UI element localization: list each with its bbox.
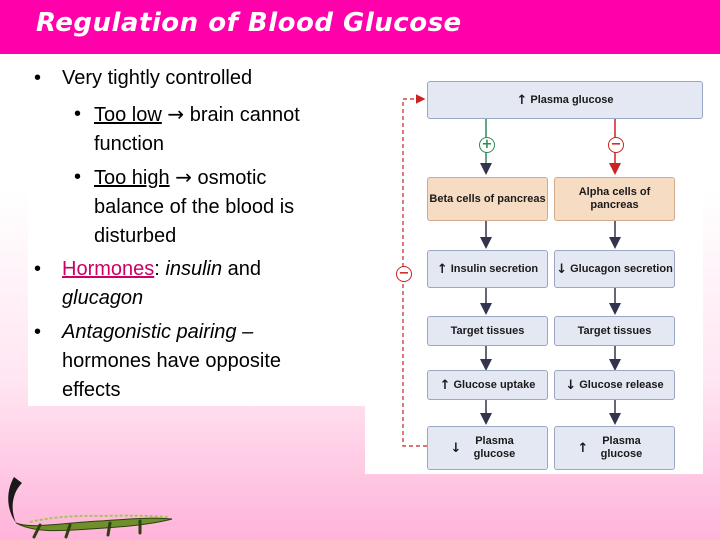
plasma-glucose-left-label: Plasma glucose (473, 435, 516, 460)
glucose-release-box: ↓ Glucose release (554, 370, 675, 400)
plasma-glucose-right-box: ↑ Plasma glucose (554, 426, 675, 470)
subbullet-too-low: • Too low → brain cannot function (74, 100, 374, 159)
antagonistic-text: Antagonistic pairing – (62, 321, 254, 343)
glucose-uptake-box: ↑ Glucose uptake (427, 370, 548, 400)
bullet-text: Very tightly controlled (62, 67, 253, 89)
too-high-text: Too high (94, 167, 170, 189)
insulin-term: insulin (165, 258, 223, 280)
bullet-hormones: • Hormones: insulin and glucagon (34, 255, 364, 313)
glucose-release-label: Glucose release (579, 378, 664, 391)
insulin-secretion-box: ↑ Insulin secretion (427, 250, 548, 288)
too-high-rest: osmotic (197, 167, 267, 189)
bullet-tightly-controlled: • Very tightly controlled (34, 64, 364, 93)
up-arrow-icon: ↑ (439, 377, 451, 393)
plasma-glucose-right-label: Plasma glucose (600, 435, 643, 460)
too-high-rest-2: balance of the blood is (94, 196, 295, 218)
colon-text: : (154, 258, 166, 280)
glucagon-secretion-label: Glucagon secretion (570, 262, 673, 275)
minus-sign: − (608, 137, 624, 153)
plasma-glucose-left-box: ↓ Plasma glucose (427, 426, 548, 470)
crocodile-logo (8, 477, 173, 539)
bullet-antagonistic: • Antagonistic pairing – hormones have o… (34, 318, 364, 405)
beta-cells-box: Beta cells of pancreas (427, 177, 548, 221)
plus-sign: + (479, 137, 495, 153)
down-arrow-icon: ↓ (556, 261, 568, 277)
glucose-regulation-diagram: ↑ Plasma glucose + − − Beta cells of pan… (365, 64, 703, 474)
target-tissues-right-box: Target tissues (554, 316, 675, 346)
glucagon-term: glucagon (62, 287, 144, 309)
bullet-dot: • (74, 103, 82, 125)
text-panel: • Very tightly controlled • Too low → br… (28, 60, 378, 406)
hormones-term: Hormones (62, 258, 155, 280)
subbullet-too-high: • Too high → osmotic balance of the bloo… (74, 163, 374, 251)
plasma-glucose-label: Plasma glucose (530, 93, 614, 106)
antagonistic-line-3: effects (62, 379, 121, 401)
glucagon-secretion-box: ↓ Glucagon secretion (554, 250, 675, 288)
bullet-dot: • (34, 321, 42, 343)
feedback-minus-sign: − (396, 266, 412, 282)
too-high-rest-3: disturbed (94, 225, 177, 247)
arrow-icon: → (167, 102, 185, 126)
alpha-cells-box: Alpha cells of pancreas (554, 177, 675, 221)
slide-title: Regulation of Blood Glucose (36, 8, 462, 38)
too-low-rest-2: function (94, 133, 165, 155)
insulin-secretion-label: Insulin secretion (450, 262, 539, 275)
down-arrow-icon: ↓ (450, 440, 462, 456)
too-low-rest: brain cannot (189, 104, 300, 126)
down-arrow-icon: ↓ (565, 377, 577, 393)
up-arrow-icon: ↑ (436, 261, 448, 277)
arrow-icon: → (175, 165, 192, 189)
bullet-dot: • (34, 258, 42, 280)
up-arrow-icon: ↑ (516, 92, 528, 108)
glucose-uptake-label: Glucose uptake (453, 378, 536, 391)
title-bar: Regulation of Blood Glucose (0, 0, 720, 54)
and-text: and (222, 258, 262, 280)
too-low-text: Too low (94, 104, 162, 126)
up-arrow-icon: ↑ (577, 440, 589, 456)
bullet-dot: • (74, 166, 82, 188)
antagonistic-line-2: hormones have opposite (62, 350, 282, 372)
target-tissues-left-box: Target tissues (427, 316, 548, 346)
bullet-dot: • (34, 67, 42, 89)
plasma-glucose-box: ↑ Plasma glucose (427, 81, 703, 119)
